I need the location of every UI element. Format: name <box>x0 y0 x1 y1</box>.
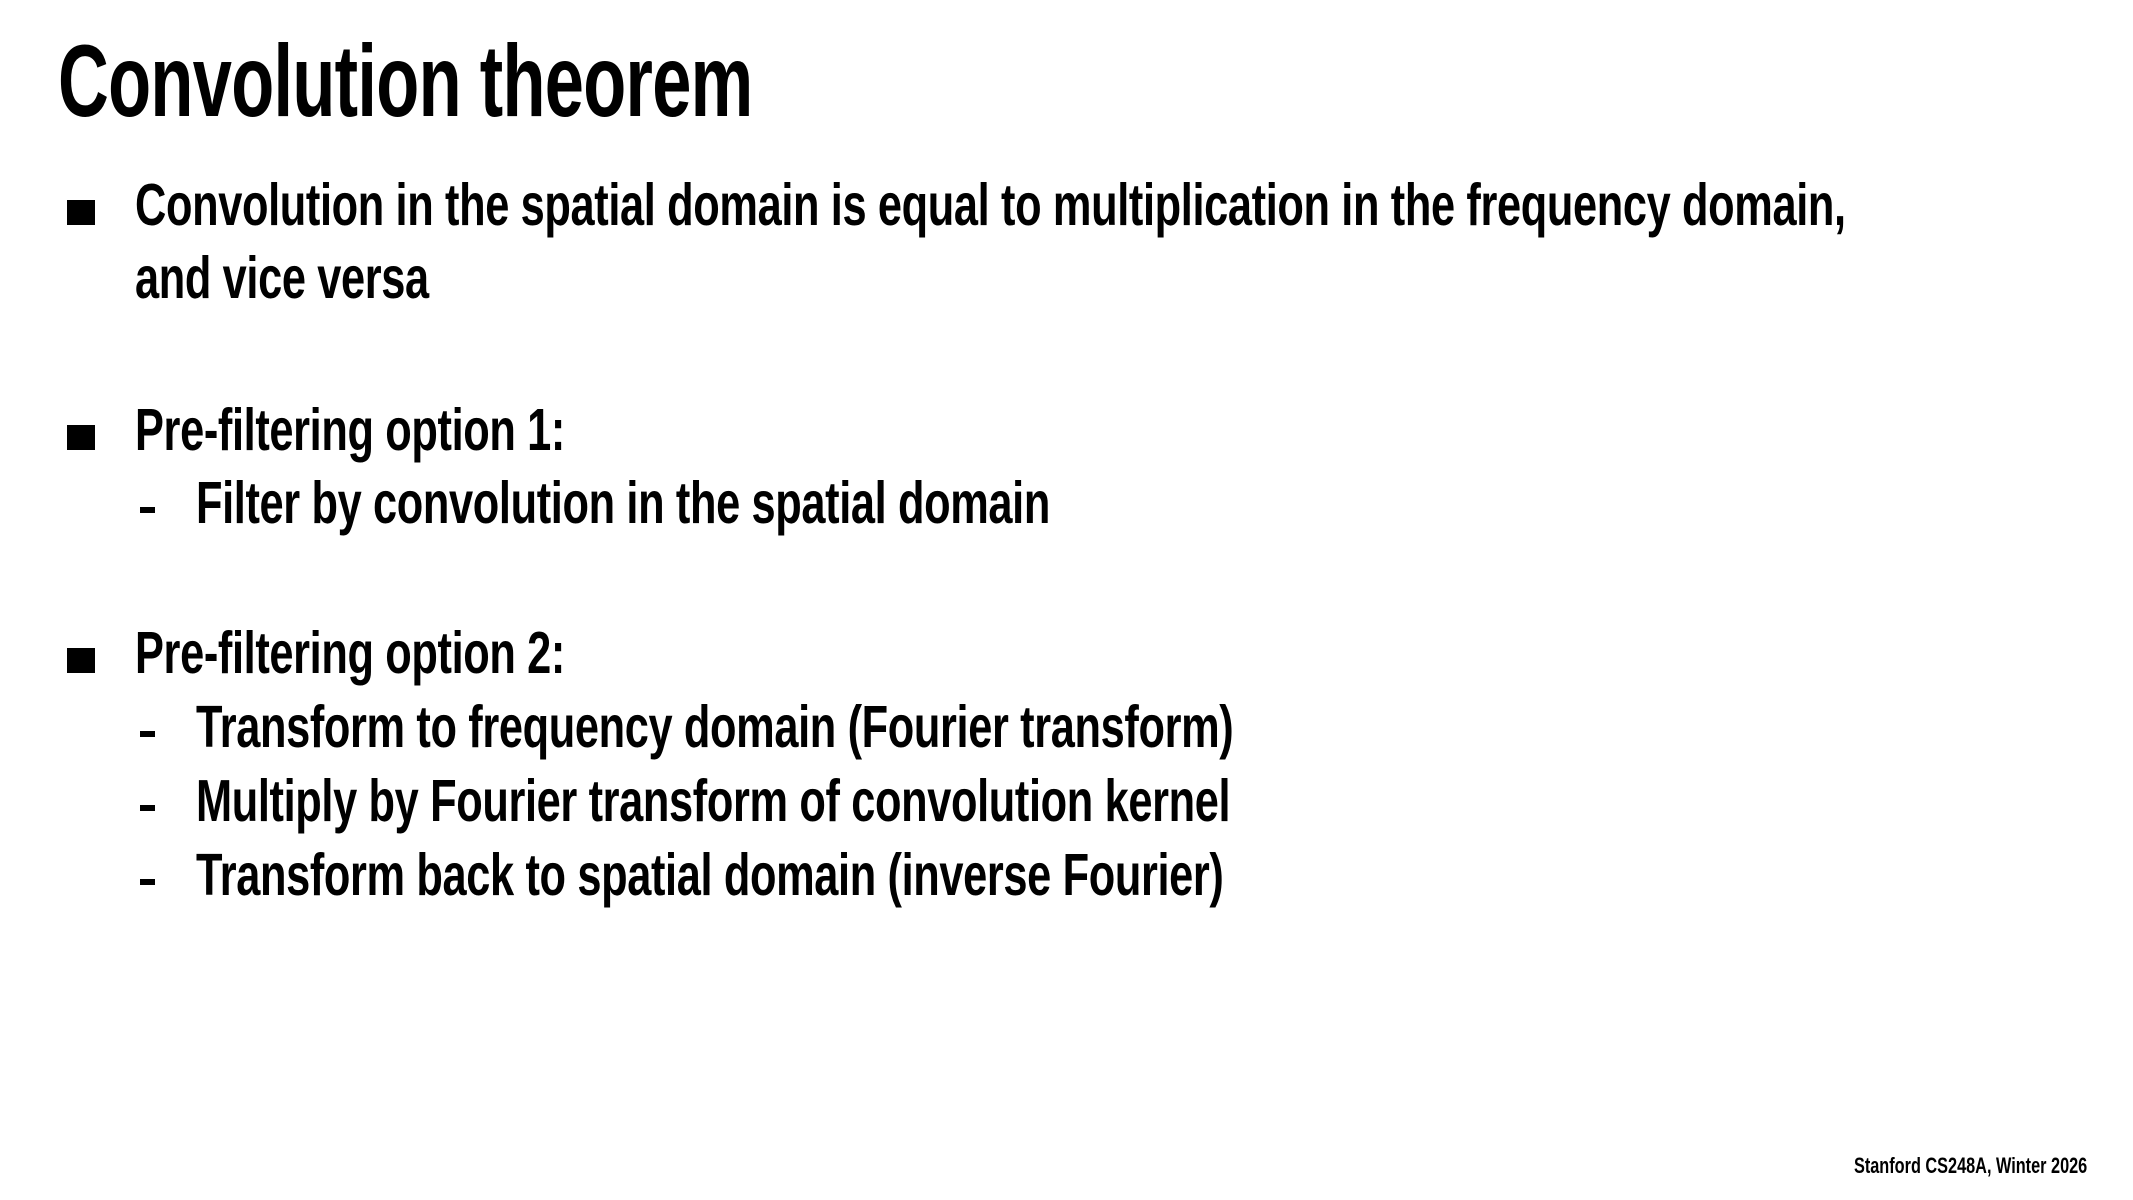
dash-bullet-icon <box>140 507 155 513</box>
dash-bullet-icon <box>140 879 155 885</box>
footer-course-label: Stanford CS248A, Winter 2026 <box>1853 1153 2087 1178</box>
sub-item-text: Transform back to spatial domain (invers… <box>196 842 1224 908</box>
dash-bullet-icon <box>140 805 155 811</box>
dash-bullet-icon <box>140 731 155 737</box>
bullet-text-line: Pre-filtering option 2: <box>135 620 566 686</box>
bullet-text-line: Convolution in the spatial domain is equ… <box>135 172 1846 238</box>
sub-item-text: Multiply by Fourier transform of convolu… <box>196 768 1231 834</box>
sub-item-text: Transform to frequency domain (Fourier t… <box>196 694 1234 760</box>
bullet-text-line: and vice versa <box>135 245 429 311</box>
square-bullet-icon <box>67 425 95 450</box>
sub-item-text: Filter by convolution in the spatial dom… <box>196 470 1050 536</box>
bullet-text-line: Pre-filtering option 1: <box>135 397 566 463</box>
square-bullet-icon <box>67 200 95 225</box>
square-bullet-icon <box>67 648 95 673</box>
slide-title: Convolution theorem <box>58 24 753 138</box>
